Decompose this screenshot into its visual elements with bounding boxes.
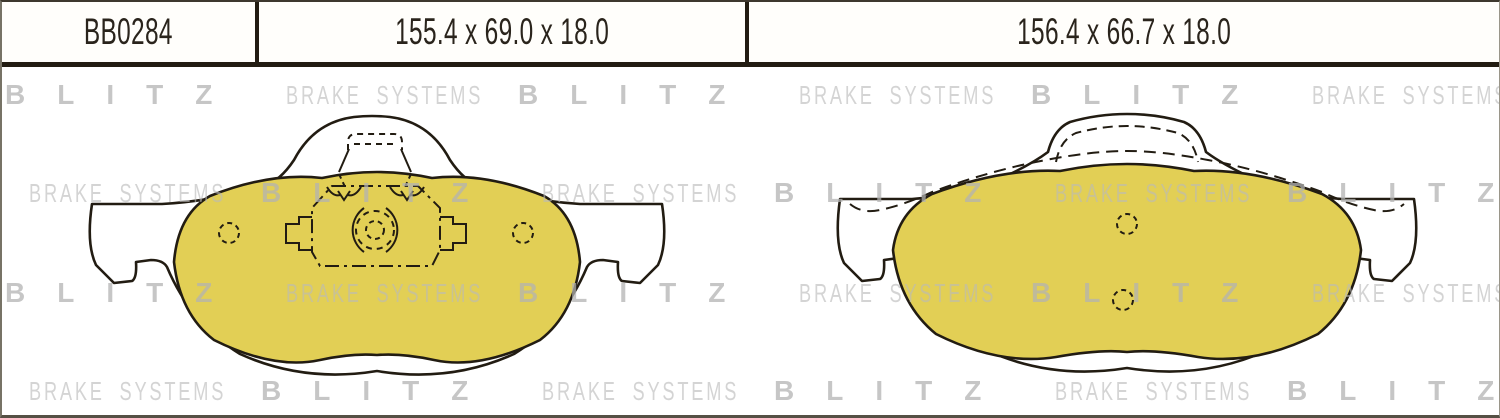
left-pad-dimensions: 155.4 x 69.0 x 18.0 bbox=[394, 11, 610, 52]
part-number: BB0284 bbox=[84, 11, 173, 52]
piston-arc-left bbox=[351, 207, 365, 253]
left-pad-friction-material bbox=[172, 170, 582, 364]
piston-bracket-left bbox=[285, 216, 312, 251]
header-table: BB0284 155.4 x 69.0 x 18.0 156.4 x 66.7 … bbox=[2, 2, 1499, 67]
clip-flare-right bbox=[400, 148, 412, 173]
left-pad-hole-left bbox=[218, 222, 240, 244]
left-pad-hole-right bbox=[512, 222, 534, 244]
arch-hidden-inner-line bbox=[1055, 124, 1199, 163]
right-pad-dimensions: 156.4 x 66.7 x 18.0 bbox=[1016, 11, 1232, 52]
right-pad-drawing bbox=[836, 112, 1418, 373]
right-pad-hole-bottom bbox=[1112, 289, 1134, 311]
right-pad-hole-top bbox=[1116, 213, 1138, 235]
piston-center-circle-outer bbox=[355, 210, 395, 250]
right-pad-dimensions-cell: 156.4 x 66.7 x 18.0 bbox=[749, 2, 1499, 62]
clip-flare-left bbox=[338, 148, 350, 173]
brake-pad-drawings bbox=[88, 112, 1418, 376]
backplate-hidden-edge-line bbox=[849, 149, 1405, 213]
piston-arc-right bbox=[385, 207, 399, 253]
piston-bracket-right bbox=[440, 216, 467, 251]
part-number-cell: BB0284 bbox=[2, 2, 259, 62]
clip-hidden-outline bbox=[347, 133, 403, 150]
left-pad-dimensions-cell: 155.4 x 69.0 x 18.0 bbox=[259, 2, 749, 62]
left-pad-drawing bbox=[88, 114, 666, 376]
piston-footprint bbox=[311, 185, 441, 267]
piston-center-circle-inner bbox=[365, 220, 385, 240]
right-pad-friction-material bbox=[891, 162, 1363, 361]
spring-contact-mark-left bbox=[326, 186, 362, 202]
spring-contact-mark-right bbox=[389, 186, 425, 202]
